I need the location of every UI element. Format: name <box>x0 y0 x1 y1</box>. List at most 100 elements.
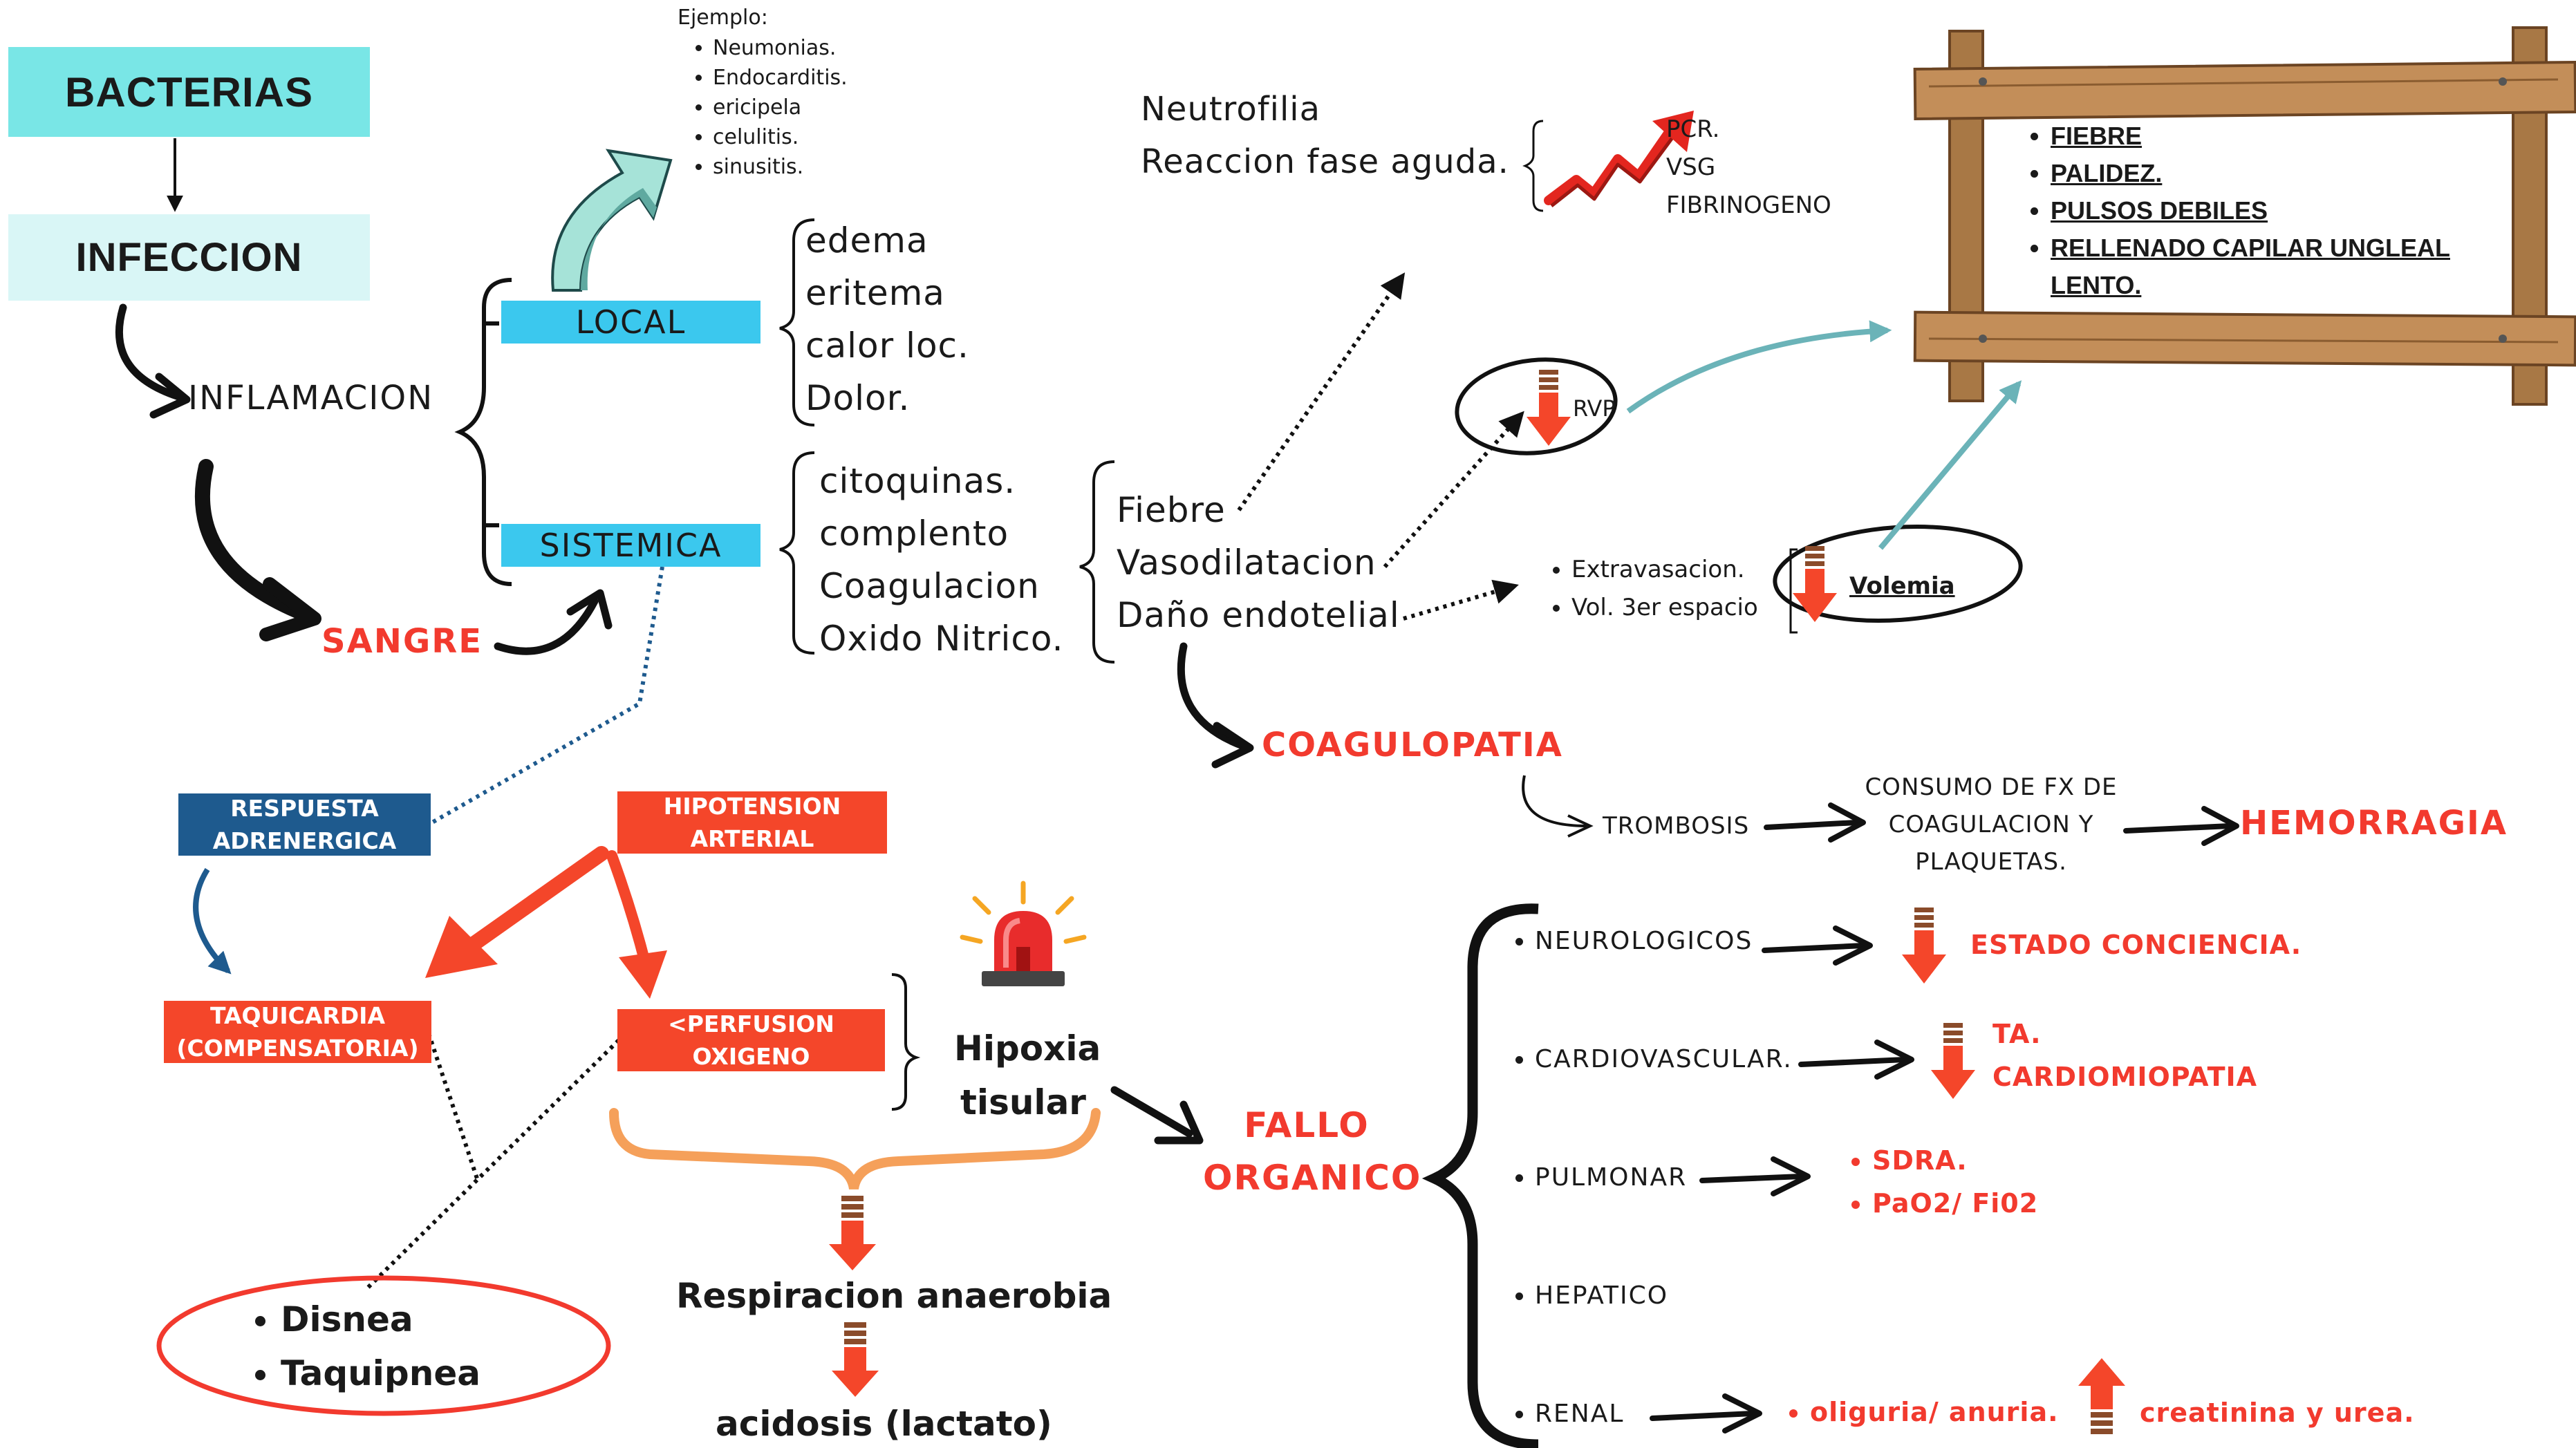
down-arrow-icon <box>1931 1023 1975 1099</box>
list-item: citoquinas. <box>819 461 1016 501</box>
up-arrow-icon <box>2078 1358 2125 1434</box>
cardio-effect: TA. CARDIOMIOPATIA <box>1992 1019 2258 1092</box>
neuro-effect: ESTADO CONCIENCIA. <box>1970 930 2302 960</box>
rvp-label: RVP <box>1573 395 1616 422</box>
arrow-hipotension-taquicardia <box>425 846 609 978</box>
orange-brace <box>609 1108 1101 1190</box>
dotted-fiebre-neutrofilia <box>1237 272 1406 511</box>
brace-labs <box>1522 120 1544 212</box>
brace-local <box>779 218 815 426</box>
arrow-dano-coagulopatia <box>1177 642 1254 769</box>
down-arrow-icon <box>829 1196 876 1270</box>
brace-perfusion <box>891 973 921 1111</box>
volemia-label: Volemia <box>1849 572 1955 600</box>
infeccion-label: INFECCION <box>75 235 303 280</box>
siren-icon <box>960 881 1087 986</box>
lab-markers: PCR. VSG FIBRINOGENO <box>1666 115 1831 219</box>
list-item: oliguria/ anuria. <box>1810 1391 2059 1433</box>
list-item: RELLENADO CAPILAR UNGLEAL LENTO. <box>2051 229 2493 304</box>
list-item: ericipela <box>713 93 848 122</box>
rising-chart-icon <box>1544 111 1694 207</box>
curved-arrow-icon <box>551 149 673 292</box>
list-item: Daño endotelial <box>1117 595 1400 635</box>
list-item: Extravasacion. <box>1571 551 1758 589</box>
respiracion-label: Respiracion anaerobia <box>676 1276 1112 1316</box>
brace-fallo <box>1421 903 1539 1448</box>
list-item: Disnea <box>281 1292 480 1346</box>
list-item: Fiebre <box>1117 490 1226 530</box>
list-item: Vol. 3er espacio <box>1571 589 1758 627</box>
ejemplo-list: Neumonias. Endocarditis. ericipela celul… <box>680 33 848 182</box>
list-item: eritema <box>805 273 945 313</box>
trombosis-label: TROMBOSIS <box>1603 812 1750 840</box>
sistemica-box: SISTEMICA <box>501 524 760 567</box>
brace-effects <box>1079 460 1115 664</box>
extravasacion-list: Extravasacion. Vol. 3er espacio <box>1538 551 1758 627</box>
organs-list: NEUROLOGICOS CARDIOVASCULAR. PULMONAR HE… <box>1502 923 1793 1433</box>
arrow-hipotension-perfusion <box>606 850 667 999</box>
brace-sistemica <box>779 451 815 655</box>
list-item: PaO2/ Fi02 <box>1872 1182 2038 1225</box>
arrow-respuesta-taquicardia <box>193 867 232 975</box>
list-item: Oxido Nitrico. <box>819 619 1064 659</box>
arrow-neuro <box>1762 925 1873 966</box>
acidosis-label: acidosis (lactato) <box>716 1404 1052 1444</box>
hemorragia-label: HEMORRAGIA <box>2240 804 2508 843</box>
dotted-dano-extrav <box>1403 579 1519 621</box>
brace-inflamacion <box>454 278 512 586</box>
local-signs: edema eritema calor loc. Dolor. <box>805 214 969 424</box>
disnea-list: Disnea Taquipnea <box>248 1292 480 1400</box>
organ-pulmonar: PULMONAR <box>1535 1159 1793 1196</box>
renal-effect: oliguria/ anuria. <box>1777 1391 2059 1433</box>
bacterias-box: BACTERIAS <box>8 47 370 137</box>
list-item: edema <box>805 220 928 261</box>
arrow-inflamacion-sangre <box>194 459 321 641</box>
list-item: Dolor. <box>805 378 911 418</box>
rvp-circle <box>1455 357 1618 455</box>
teal-arrow-rvp <box>1626 320 1892 414</box>
bacterias-label: BACTERIAS <box>64 68 313 115</box>
inflamacion-label: INFLAMACION <box>188 379 434 417</box>
sistemica-mediators: citoquinas. complento Coagulacion Oxido … <box>819 455 1064 665</box>
local-label: LOCAL <box>575 303 687 341</box>
sistemica-label: SISTEMICA <box>539 527 722 564</box>
arrow-consumo-hemorragia <box>2123 806 2239 846</box>
organ-neurologicos: NEUROLOGICOS <box>1535 923 1793 960</box>
dotted-taq-disnea <box>427 1033 479 1179</box>
teal-arrow-volemia <box>1878 380 2022 550</box>
disnea-circle <box>156 1275 611 1416</box>
list-item: Neumonias. <box>713 33 848 63</box>
neutrofilia-text: Neutrofilia Reaccion fase aguda. <box>1141 90 1509 181</box>
list-item: FIEBRE <box>2051 117 2493 155</box>
renal-lab: creatinina y urea. <box>2140 1398 2415 1428</box>
coagulopatia-label: COAGULOPATIA <box>1262 726 1563 764</box>
list-item: Taquipnea <box>281 1346 480 1400</box>
list-item: PULSOS DEBILES <box>2051 192 2493 229</box>
consumo-text: CONSUMO DE FX DE COAGULACION Y PLAQUETAS… <box>1865 773 2118 876</box>
organ-hepatico: HEPATICO <box>1535 1277 1793 1315</box>
dotted-sistemica-respuesta <box>431 566 664 825</box>
infeccion-box: INFECCION <box>8 214 370 301</box>
list-item: Vasodilatacion <box>1117 543 1376 583</box>
down-arrow-icon <box>1902 908 1946 984</box>
organ-cardiovascular: CARDIOVASCULAR. <box>1535 1041 1793 1078</box>
down-arrow-icon <box>1527 370 1571 446</box>
list-item: complento <box>819 514 1009 554</box>
wood-frame <box>1913 26 2576 406</box>
list-item: celulitis. <box>713 122 848 152</box>
arrow-hipoxia-fallo <box>1110 1086 1204 1145</box>
fallo-organico-label: FALLO ORGANICO <box>1203 1105 1422 1198</box>
systemic-effects: Fiebre Vasodilatacion Daño endotelial <box>1117 484 1400 641</box>
arrow-coag-trombosis <box>1522 775 1594 838</box>
sangre-label: SANGRE <box>321 622 483 661</box>
down-arrow-icon <box>1793 546 1837 622</box>
pulmonar-effect: SDRA. PaO2/ Fi02 <box>1839 1139 2038 1225</box>
local-box: LOCAL <box>501 301 760 344</box>
dotted-vaso-rvp <box>1383 411 1524 569</box>
list-item: sinusitis. <box>713 152 848 182</box>
arrow-infeccion-inflamacion <box>115 303 191 419</box>
arrow-cardio <box>1798 1040 1914 1080</box>
list-item: calor loc. <box>805 326 969 366</box>
